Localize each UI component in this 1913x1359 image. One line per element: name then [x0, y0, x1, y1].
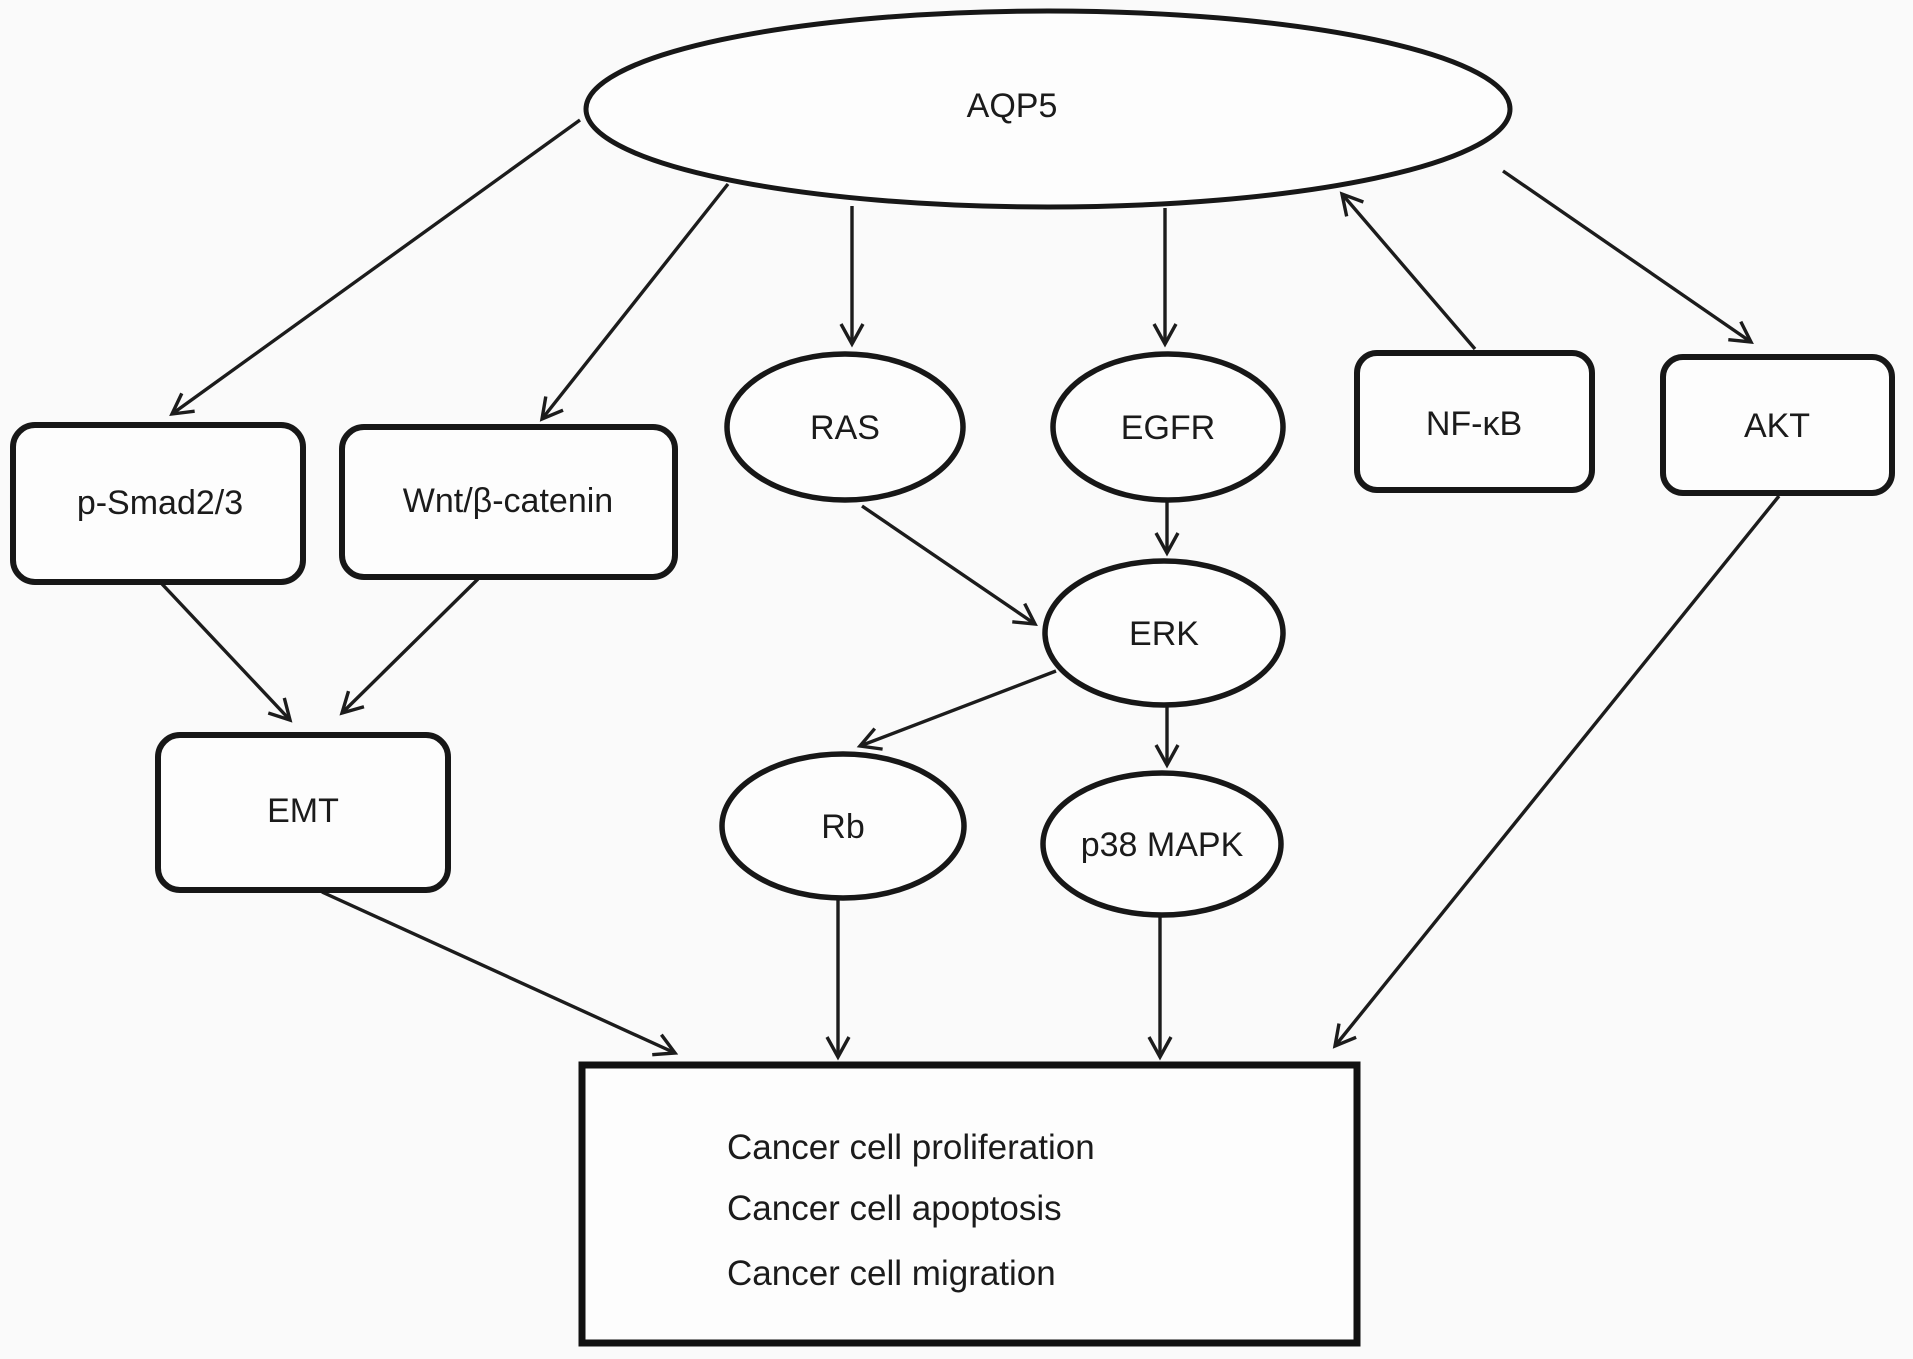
nfkb-label: NF-κB [1426, 405, 1522, 443]
akt-node [1660, 354, 1895, 496]
arrow-emt-to-outcomes [321, 890, 679, 1057]
emt-label: EMT [267, 792, 339, 830]
arrow-aqp5-to-wnt [539, 182, 730, 422]
egfr-label: EGFR [1121, 409, 1215, 447]
wnt-node [339, 424, 678, 580]
nodes: AQP5 p-Smad2/3 Wnt/β-catenin RAS EGFR NF… [10, 8, 1895, 1347]
akt-label: AKT [1744, 407, 1810, 445]
arrow-ras-to-erk [861, 504, 1038, 626]
psmad-node [10, 422, 306, 585]
arrow-wnt-to-emt [339, 577, 480, 716]
arrow-erk-to-rb [856, 669, 1057, 751]
rb-label: Rb [821, 808, 864, 846]
arrow-akt-to-outcomes [1332, 494, 1781, 1049]
arrow-aqp5-to-akt [1502, 169, 1754, 345]
egfr-node [1050, 351, 1286, 503]
edges [160, 118, 1781, 1061]
rb-node [719, 751, 967, 901]
erk-label: ERK [1129, 615, 1199, 653]
psmad-label: p-Smad2/3 [77, 484, 243, 522]
aqp5-label: AQP5 [967, 87, 1058, 125]
outcome-line-migration: Cancer cell migration [727, 1254, 1056, 1293]
outcome-line-proliferation: Cancer cell proliferation [727, 1128, 1095, 1167]
nfkb-node [1354, 350, 1595, 493]
ras-node [724, 351, 966, 503]
outcome-line-apoptosis: Cancer cell apoptosis [727, 1189, 1062, 1228]
erk-node [1042, 558, 1286, 708]
p38-node [1040, 770, 1284, 918]
arrow-nfkb-to-aqp5 [1339, 191, 1477, 351]
wnt-label: Wnt/β-catenin [403, 482, 613, 520]
emt-node [155, 732, 451, 893]
outcomes-box [578, 1061, 1361, 1347]
p38-label: p38 MAPK [1081, 826, 1244, 864]
arrow-aqp5-to-psmad [169, 118, 581, 417]
arrow-psmad-to-emt [160, 582, 293, 723]
ras-label: RAS [810, 409, 880, 447]
aqp5-node [583, 8, 1513, 210]
